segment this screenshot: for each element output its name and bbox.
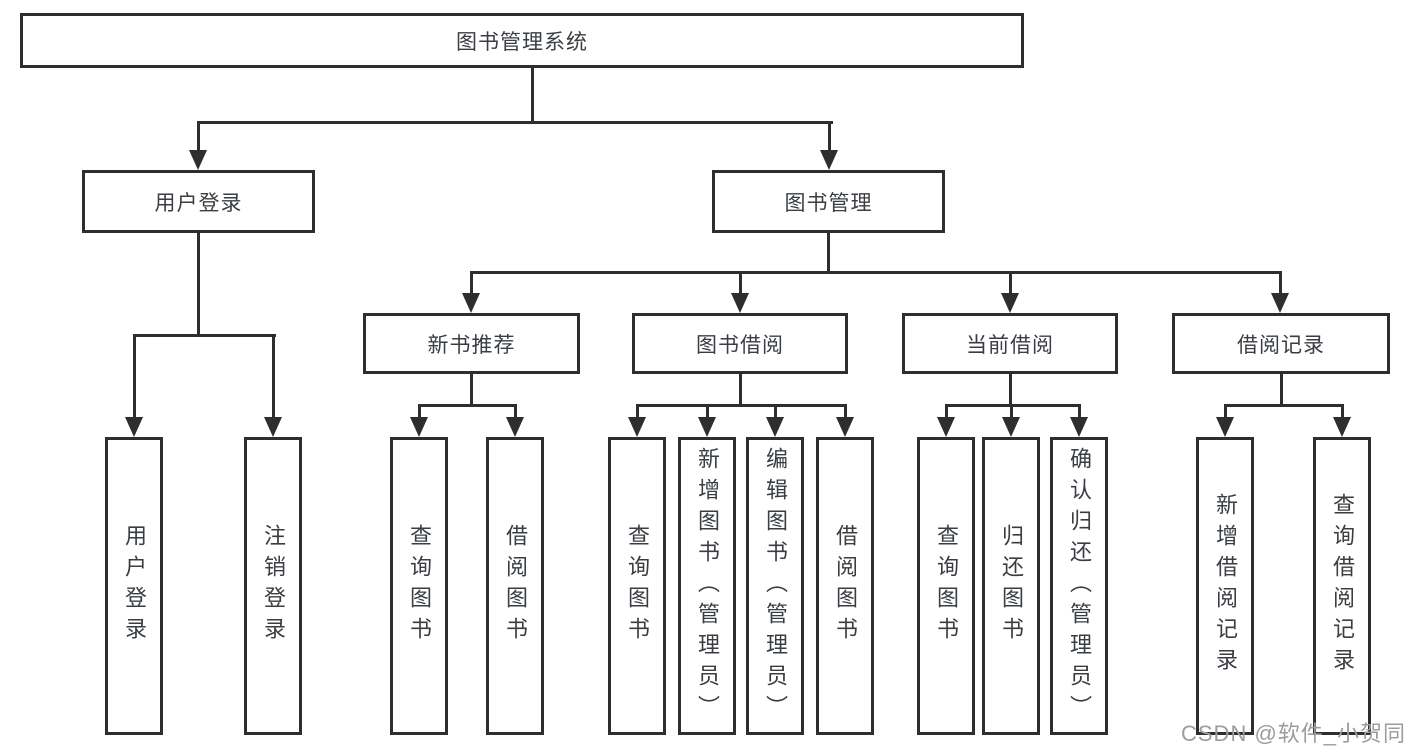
connector-to-borrow-add (705, 405, 709, 419)
connector-records-hline (1223, 403, 1344, 407)
node-current-query-books: 查询图书 (917, 437, 975, 735)
node-borrow-query-books-label: 查询图书 (625, 524, 650, 648)
node-recommend-query-books-label: 查询图书 (407, 524, 432, 648)
connector-to-current-return (1009, 405, 1013, 419)
connector-book-management-hline (469, 270, 1282, 274)
node-leaf-logout-login: 注销登录 (244, 437, 302, 735)
csdn-watermark: CSDN @软件_小贺同学 (1181, 721, 1405, 746)
node-leaf-logout-login-label: 注销登录 (261, 524, 286, 648)
node-records-add-record: 新增借阅记录 (1196, 437, 1254, 735)
arrowhead-borrow-edit (766, 417, 784, 437)
connector-to-new-book-recommend (469, 272, 473, 295)
arrowhead-borrow-add (698, 417, 716, 437)
node-borrow-records: 借阅记录 (1172, 313, 1390, 374)
node-user-login-label: 用户登录 (154, 191, 243, 215)
connector-to-borrow-query (635, 405, 639, 419)
connector-to-current-confirm (1077, 405, 1081, 419)
node-borrow-borrow-books-label: 借阅图书 (833, 524, 858, 648)
node-new-book-recommend-label: 新书推荐 (427, 333, 516, 357)
arrowhead-borrow-query (628, 417, 646, 437)
connector-to-current-borrow (1008, 272, 1012, 295)
connector-to-book-borrow (738, 272, 742, 295)
node-leaf-user-login: 用户登录 (105, 437, 163, 735)
node-root-label: 图书管理系统 (456, 30, 588, 54)
connector-current-hline (944, 403, 1081, 407)
node-leaf-user-login-label: 用户登录 (122, 524, 147, 648)
connector-book-management-stem (827, 233, 830, 272)
arrowhead-recommend-query (410, 417, 428, 437)
connector-root-hline (196, 120, 833, 124)
connector-to-current-query (944, 405, 948, 419)
connector-user-login-hline (132, 333, 276, 337)
node-current-confirm-return-admin-label: 确认归还（管理员） (1067, 446, 1092, 726)
connector-to-records-query (1340, 405, 1344, 419)
node-current-borrow-label: 当前借阅 (966, 333, 1054, 357)
node-borrow-borrow-books: 借阅图书 (816, 437, 874, 735)
connector-user-login-stem (196, 233, 200, 335)
node-current-confirm-return-admin: 确认归还（管理员） (1050, 437, 1108, 735)
node-root: 图书管理系统 (20, 13, 1024, 68)
arrowhead-recommend-borrow (506, 417, 524, 437)
arrowhead-borrow-borrow (836, 417, 854, 437)
arrowhead-current-return (1002, 417, 1020, 437)
node-user-login: 用户登录 (82, 170, 315, 233)
node-borrow-add-books-admin: 新增图书（管理员） (678, 437, 736, 735)
node-records-query-record: 查询借阅记录 (1313, 437, 1371, 735)
arrowhead-book-borrow (731, 293, 749, 313)
arrowhead-records-add (1216, 417, 1234, 437)
connector-to-borrow-edit (773, 405, 777, 419)
node-book-borrow-label: 图书借阅 (696, 333, 784, 357)
node-borrow-edit-books-admin: 编辑图书（管理员） (746, 437, 804, 735)
connector-to-recommend-query (417, 405, 421, 419)
connector-to-leaf-user-login (132, 335, 136, 419)
connector-borrow-stem (738, 374, 742, 405)
node-recommend-borrow-books-label: 借阅图书 (503, 524, 528, 648)
connector-borrow-hline (635, 403, 847, 407)
node-current-query-books-label: 查询图书 (934, 524, 959, 648)
arrowhead-current-query (937, 417, 955, 437)
connector-to-leaf-logout (271, 335, 275, 419)
node-current-return-books-label: 归还图书 (999, 524, 1024, 648)
node-recommend-borrow-books: 借阅图书 (486, 437, 544, 735)
connector-current-stem (1008, 374, 1012, 405)
connector-to-records-add (1223, 405, 1227, 419)
arrowhead-leaf-logout (264, 417, 282, 437)
node-book-borrow: 图书借阅 (632, 313, 848, 374)
connector-recommend-stem (469, 374, 473, 405)
arrowhead-new-book-recommend (462, 293, 480, 313)
connector-to-borrow-records (1278, 272, 1282, 295)
node-book-management: 图书管理 (712, 170, 945, 233)
node-borrow-add-books-admin-label: 新增图书（管理员） (695, 446, 720, 726)
connector-records-stem (1279, 374, 1283, 405)
node-recommend-query-books: 查询图书 (390, 437, 448, 735)
node-book-management-label: 图书管理 (784, 191, 873, 215)
node-borrow-records-label: 借阅记录 (1237, 333, 1325, 357)
connector-to-book-management (827, 122, 831, 154)
arrowhead-records-query (1333, 417, 1351, 437)
arrowhead-book-management (820, 150, 838, 170)
connector-recommend-hline (417, 403, 517, 407)
node-new-book-recommend: 新书推荐 (363, 313, 580, 374)
connector-to-user-login (196, 122, 200, 154)
arrowhead-current-confirm (1070, 417, 1088, 437)
arrowhead-user-login (189, 150, 207, 170)
connector-to-borrow-borrow (843, 405, 847, 419)
node-borrow-query-books: 查询图书 (608, 437, 666, 735)
node-records-add-record-label: 新增借阅记录 (1213, 493, 1238, 679)
arrowhead-current-borrow (1001, 293, 1019, 313)
node-current-return-books: 归还图书 (982, 437, 1040, 735)
arrowhead-borrow-records (1271, 293, 1289, 313)
connector-to-recommend-borrow (513, 405, 517, 419)
node-borrow-edit-books-admin-label: 编辑图书（管理员） (763, 446, 788, 726)
connector-root-stem (531, 68, 534, 122)
node-records-query-record-label: 查询借阅记录 (1330, 493, 1355, 679)
node-current-borrow: 当前借阅 (902, 313, 1118, 374)
arrowhead-leaf-user-login (125, 417, 143, 437)
